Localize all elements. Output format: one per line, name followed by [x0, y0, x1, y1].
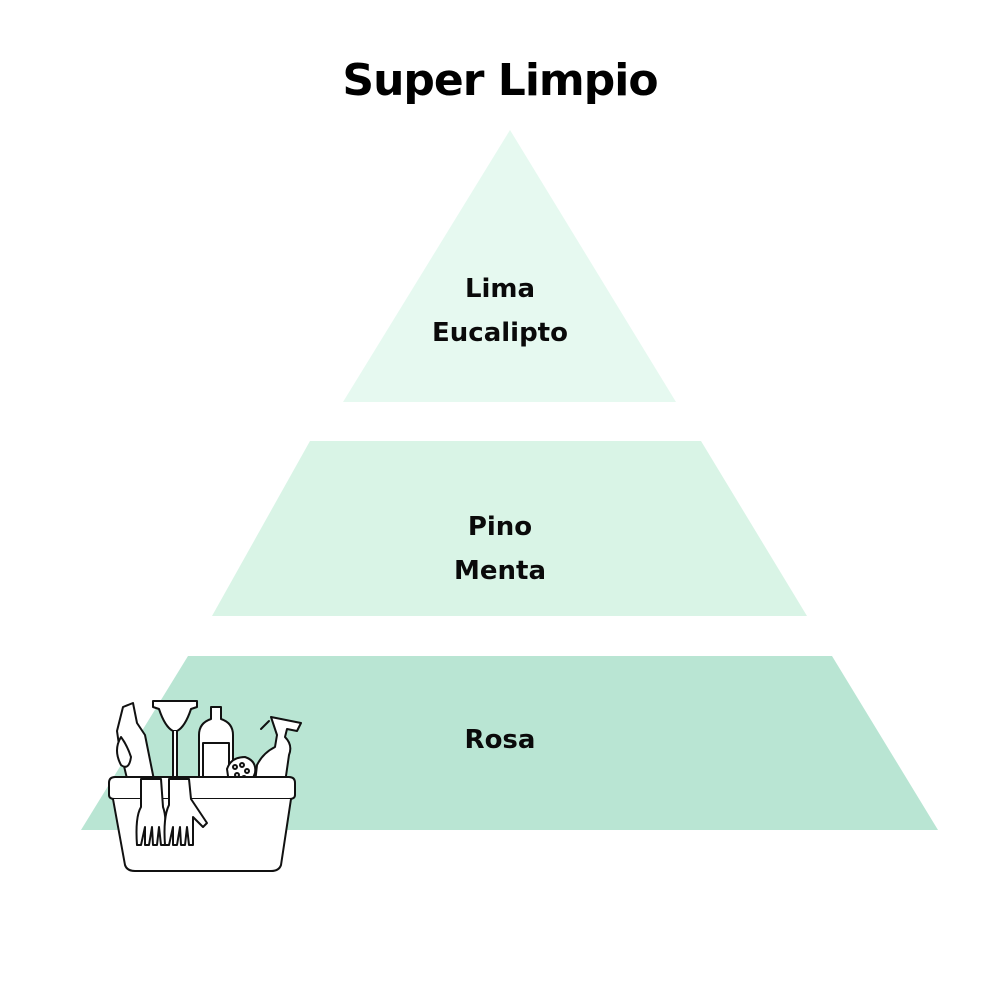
tier-base-line-1: Rosa	[464, 725, 536, 755]
tier-middle-line-1: Pino	[467, 512, 533, 542]
tier-top-shape	[343, 130, 676, 402]
tier-top-label: Lima Eucalipto	[0, 267, 1000, 355]
tier-top-line-1: Lima	[464, 274, 536, 304]
tier-middle-label: Pino Menta	[0, 505, 1000, 593]
cleaning-supplies-basket-icon	[108, 700, 302, 872]
tier-base-label: Rosa	[0, 718, 1000, 762]
tier-middle-line-2: Menta	[454, 556, 546, 586]
page-title: Super Limpio	[342, 55, 658, 106]
tier-middle-shape	[212, 441, 807, 616]
tier-top-line-2: Eucalipto	[432, 318, 568, 348]
